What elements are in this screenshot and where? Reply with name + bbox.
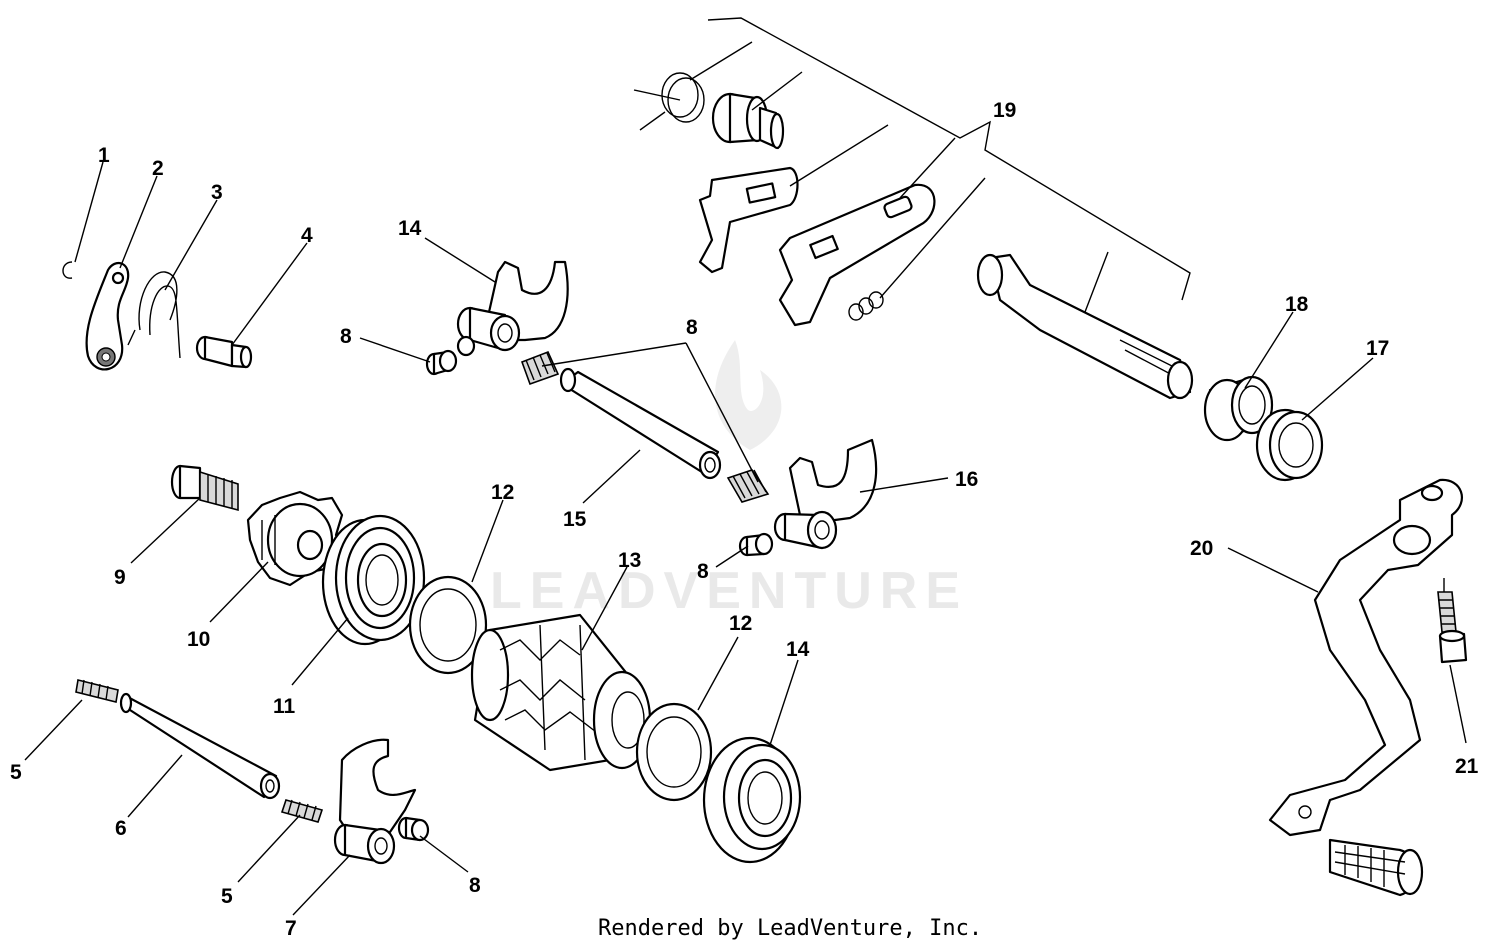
callout-6: 6 [115, 817, 127, 840]
callout-1: 1 [98, 144, 110, 167]
callout-2: 2 [152, 157, 164, 180]
callouts: 1 2 3 4 14 8 8 19 18 17 16 15 8 9 10 12 … [10, 99, 1479, 940]
part-bearing-14 [702, 736, 802, 864]
callout-8c: 8 [697, 560, 709, 583]
footer-credit: Rendered by LeadVenture, Inc. [598, 916, 982, 941]
part-19-shaft [976, 253, 1194, 400]
callout-8d: 8 [469, 874, 481, 897]
part-19-pawl-plate [698, 166, 799, 274]
part-shift-fork-right [773, 438, 878, 550]
part-spring-5a [75, 679, 119, 703]
part-shift-fork-upper [456, 260, 569, 357]
callout-7: 7 [285, 917, 297, 940]
part-sleeve-8a [425, 349, 458, 376]
part-sleeve-8c [738, 532, 774, 557]
callout-21: 21 [1455, 755, 1479, 778]
part-needle-bearing [1203, 375, 1274, 442]
part-screw-9 [170, 464, 239, 512]
leader-lines [24, 17, 1467, 916]
callout-17: 17 [1366, 337, 1389, 360]
callout-12b: 12 [729, 612, 752, 635]
part-bolt-4 [195, 335, 253, 369]
part-spring-8b [520, 350, 560, 386]
part-19-rings [848, 291, 884, 321]
callout-10: 10 [187, 628, 210, 651]
part-stopper-lever [85, 261, 130, 371]
callout-18: 18 [1285, 293, 1309, 316]
part-spring [127, 271, 181, 359]
callout-9: 9 [114, 566, 126, 589]
part-bearing-11 [321, 514, 426, 646]
part-19-shift-arm [778, 183, 936, 327]
callout-14a: 14 [398, 217, 422, 240]
part-shaft-6 [119, 692, 281, 800]
callout-5a: 5 [10, 761, 22, 784]
callout-16: 16 [955, 468, 978, 491]
part-19-spring [633, 72, 705, 131]
part-circlip [62, 261, 73, 279]
callout-15: 15 [563, 508, 587, 531]
part-bolt-21 [1437, 578, 1468, 664]
callout-4: 4 [301, 224, 313, 247]
part-spring-5b [280, 799, 324, 823]
part-oil-seal [1255, 408, 1324, 482]
callout-14b: 14 [786, 638, 810, 661]
part-shaft-15 [559, 367, 722, 480]
callout-19: 19 [993, 99, 1016, 122]
callout-12a: 12 [491, 481, 514, 504]
part-19-pin [711, 92, 785, 150]
part-shift-cam-star [246, 490, 347, 587]
watermark: LEADVENTURE [490, 340, 968, 620]
callout-5b: 5 [221, 885, 233, 908]
part-spring-8c [726, 469, 770, 503]
part-washer-12b [635, 702, 713, 802]
part-shift-fork-lower [333, 738, 417, 865]
callout-3: 3 [211, 181, 223, 204]
part-shift-drum [470, 613, 652, 772]
part-shift-pedal [1268, 478, 1463, 897]
callout-11: 11 [273, 695, 296, 718]
part-washer-12a [408, 575, 488, 675]
part-sleeve-8d [397, 816, 430, 842]
callout-13: 13 [618, 549, 641, 572]
callout-20: 20 [1190, 537, 1213, 560]
watermark-text: LEADVENTURE [490, 562, 968, 620]
callout-8b: 8 [686, 316, 698, 339]
callout-8a: 8 [340, 325, 352, 348]
